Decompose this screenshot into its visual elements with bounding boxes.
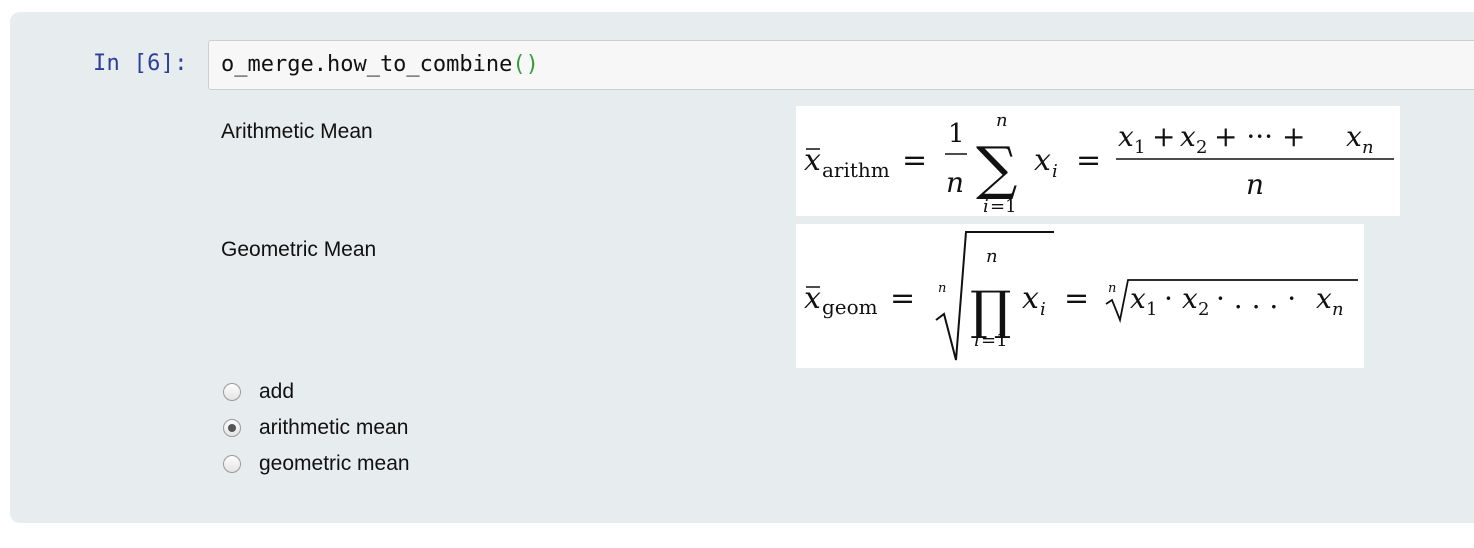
geometric-mean-label: Geometric Mean <box>221 238 377 261</box>
code-text: o_merge.how_to_combine() <box>221 52 539 77</box>
svg-text:i: i <box>1040 299 1046 320</box>
radio-option-add[interactable]: add <box>223 379 294 405</box>
svg-text:· . . . ·: · . . . · <box>1216 282 1296 315</box>
svg-text:2: 2 <box>1196 137 1207 158</box>
svg-text:=: = <box>902 143 927 178</box>
svg-text:x: x <box>804 143 821 178</box>
svg-text:i: i <box>1052 161 1058 182</box>
radio-label: arithmetic mean <box>259 416 409 439</box>
svg-text:1: 1 <box>1146 299 1157 320</box>
svg-text:n: n <box>1108 281 1116 296</box>
svg-text:x: x <box>1022 281 1039 316</box>
radio-option-arithmetic-mean[interactable]: arithmetic mean <box>223 415 408 441</box>
arithm-subscript: arithm <box>822 158 890 182</box>
svg-text:n: n <box>946 166 964 199</box>
svg-text:2: 2 <box>1198 299 1209 320</box>
code-call: o_merge.how_to_combine <box>221 52 513 77</box>
radio-button[interactable] <box>223 383 241 401</box>
svg-text:n: n <box>996 110 1008 131</box>
svg-text:=: = <box>1064 281 1089 316</box>
svg-text:x: x <box>1180 120 1196 153</box>
svg-text:=: = <box>1076 143 1101 178</box>
svg-text:1: 1 <box>1134 137 1145 158</box>
radio-label: add <box>259 380 295 403</box>
svg-text:i: i <box>983 196 989 216</box>
radio-option-geometric-mean[interactable]: geometric mean <box>223 451 410 477</box>
svg-text:x: x <box>1130 282 1146 315</box>
svg-text:n: n <box>986 246 998 267</box>
code-input[interactable]: o_merge.how_to_combine() <box>208 40 1474 90</box>
svg-text:=: = <box>890 281 915 316</box>
svg-text:1: 1 <box>948 119 965 149</box>
svg-text:∏: ∏ <box>970 281 1011 341</box>
svg-text:x: x <box>1182 282 1198 315</box>
code-parens: () <box>512 52 539 77</box>
svg-text:=1: =1 <box>981 330 1008 351</box>
svg-text:x: x <box>1316 282 1332 315</box>
svg-text:i: i <box>974 330 980 351</box>
svg-text:+: + <box>1152 120 1175 153</box>
radio-button-selected[interactable] <box>223 419 241 437</box>
svg-text:∑: ∑ <box>976 134 1017 202</box>
svg-text:+ ··· +: + ··· + <box>1214 120 1305 153</box>
svg-text:x: x <box>1118 120 1134 153</box>
svg-text:x: x <box>1034 143 1051 178</box>
svg-text:·: · <box>1164 282 1173 315</box>
arithmetic-mean-label: Arithmetic Mean <box>221 120 373 143</box>
svg-text:x: x <box>1346 120 1362 153</box>
svg-text:n: n <box>1332 299 1344 320</box>
radio-button[interactable] <box>223 455 241 473</box>
radio-label: geometric mean <box>259 452 410 475</box>
geom-subscript: geom <box>822 295 878 319</box>
svg-text:n: n <box>1246 168 1264 201</box>
input-prompt: In [6]: <box>93 51 188 76</box>
svg-text:x: x <box>804 281 821 316</box>
svg-text:=1: =1 <box>990 196 1017 216</box>
svg-text:n: n <box>938 281 946 296</box>
svg-text:n: n <box>1362 137 1374 158</box>
